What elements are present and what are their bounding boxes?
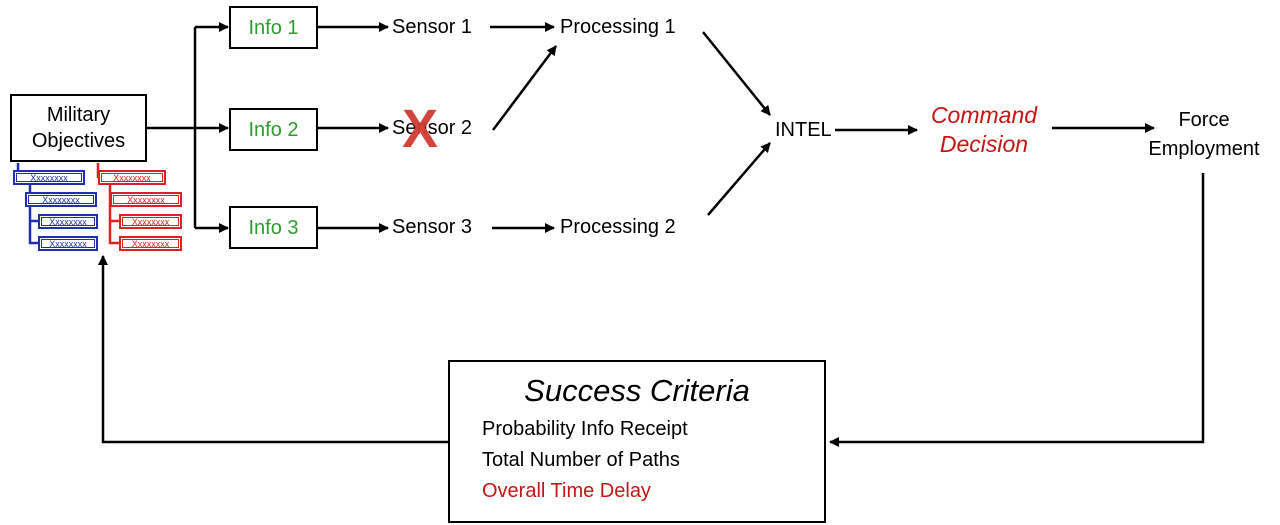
objectives-line1: Military — [46, 104, 111, 126]
intel-label: INTEL — [775, 119, 832, 141]
objectives-line2: Objectives — [31, 130, 126, 152]
arrow-force-success — [829, 173, 1205, 447]
info-2-label: Info 2 — [248, 118, 299, 141]
command-line2: Decision — [939, 131, 1029, 157]
sub-objective-blue: Xxxxxxxx — [38, 214, 98, 229]
force-line1: Force — [1178, 109, 1230, 131]
processing-2-label: Processing 2 — [560, 216, 676, 238]
sensor-3-label: Sensor 3 — [392, 216, 473, 238]
sensor-1-label: Sensor 1 — [392, 16, 473, 38]
sub-objective-red: Xxxxxxxx — [119, 236, 182, 251]
force-line2: Employment — [1148, 138, 1260, 160]
info-2-box: Info 2 — [229, 108, 318, 151]
sub-objective-blue: Xxxxxxxx — [38, 236, 98, 251]
military-objectives-box: Military Objectives — [10, 94, 147, 162]
criteria-item-time-delay: Overall Time Delay — [482, 480, 651, 502]
command-line1: Command — [930, 102, 1038, 128]
force-employment: Force Employment — [1130, 106, 1278, 164]
success-criteria-title: Success Criteria — [524, 373, 750, 408]
processing-1-label: Processing 1 — [560, 16, 676, 38]
success-criteria-box: Success Criteria Probability Info Receip… — [448, 360, 826, 523]
info-3-box: Info 3 — [229, 206, 318, 249]
arrow-processing1-intel — [702, 31, 771, 116]
sub-objective-red: Xxxxxxxx — [98, 170, 166, 185]
info-3-label: Info 3 — [248, 216, 299, 239]
sensor-2-label: Sensor 2 — [392, 117, 473, 139]
sub-objective-red: Xxxxxxxx — [110, 192, 182, 207]
arrow-processing2-intel — [707, 142, 771, 216]
command-decision: Command Decision — [912, 101, 1056, 159]
sub-objective-blue: Xxxxxxxx — [13, 170, 85, 185]
criteria-item-probability: Probability Info Receipt — [482, 418, 688, 440]
sub-objective-blue: Xxxxxxxx — [25, 192, 97, 207]
arrow-success-objectives — [98, 255, 448, 444]
info-1-box: Info 1 — [229, 6, 318, 49]
sub-objective-red: Xxxxxxxx — [119, 214, 182, 229]
info-1-label: Info 1 — [248, 16, 299, 39]
failed-sensor-cross-icon: X — [402, 99, 439, 159]
arrow-sensor2-processing1 — [492, 45, 557, 131]
criteria-item-paths: Total Number of Paths — [482, 449, 680, 471]
